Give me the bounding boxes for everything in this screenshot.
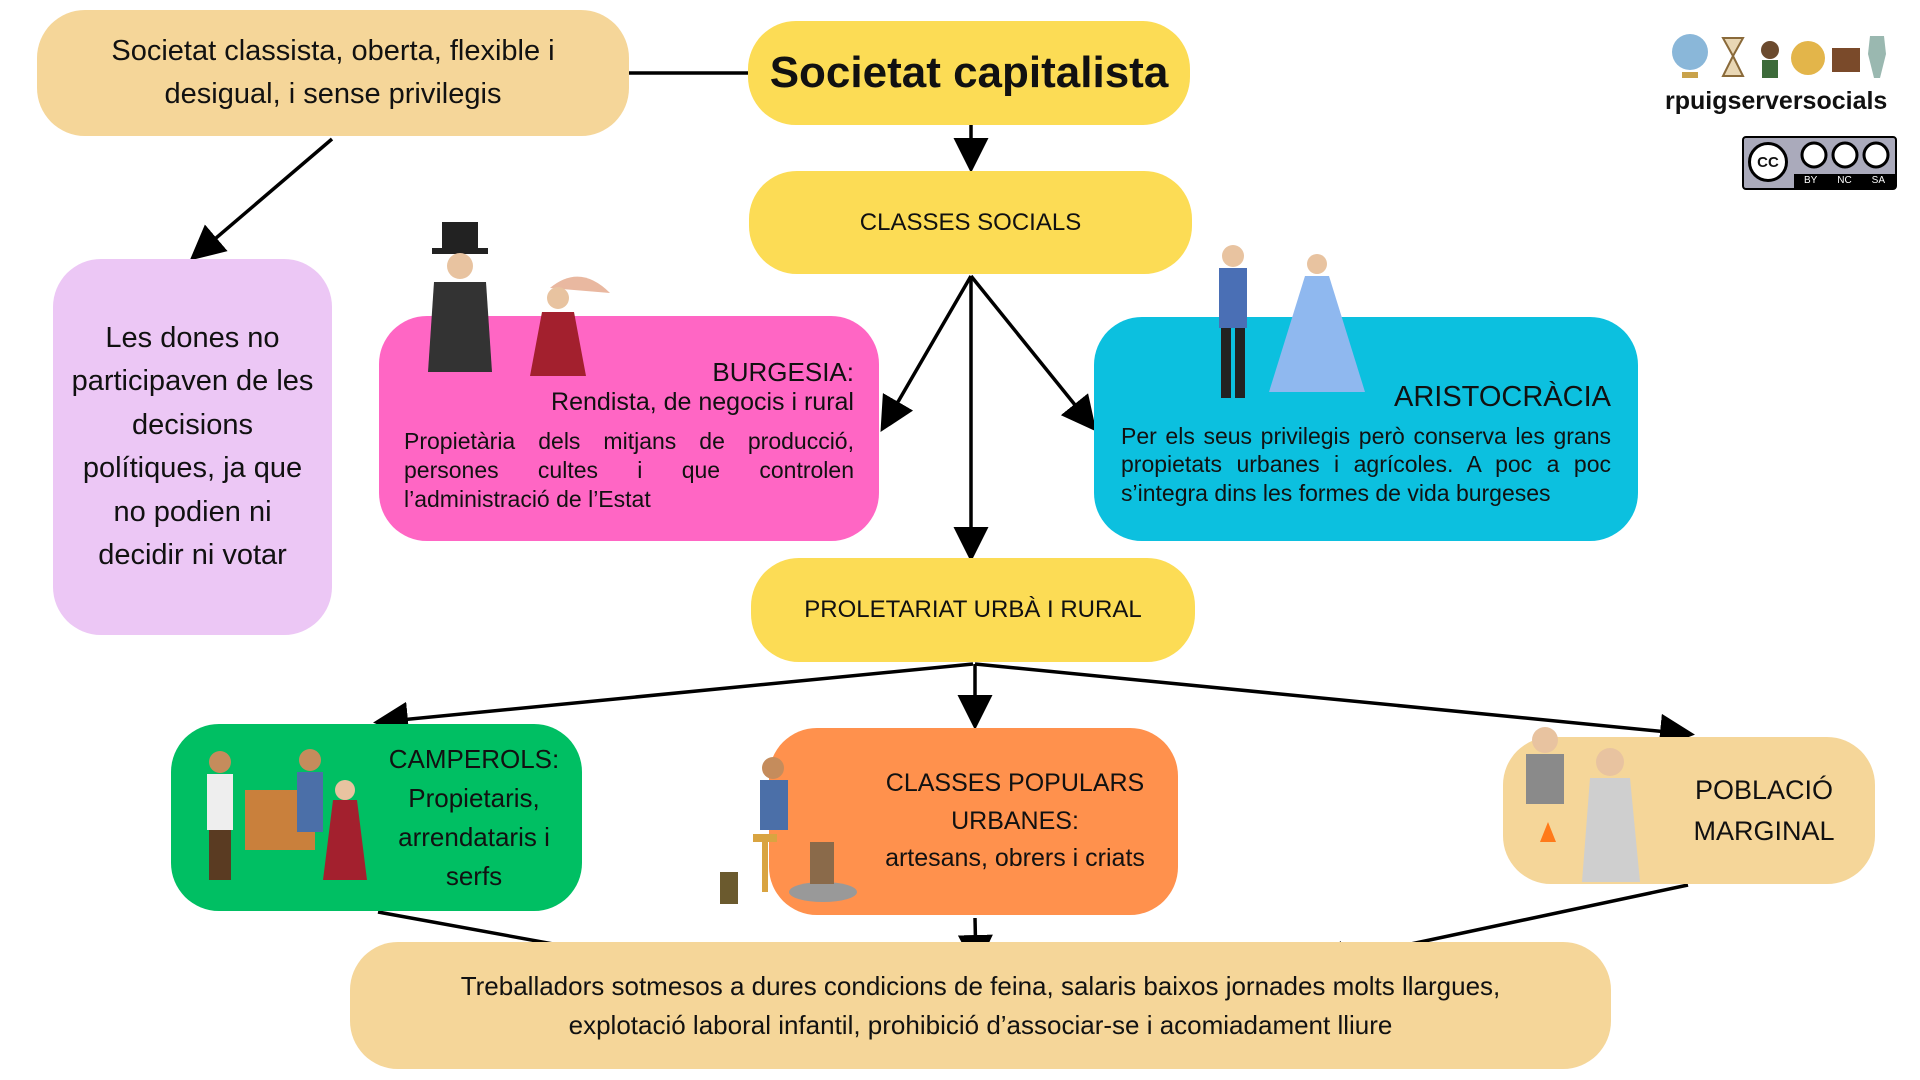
women-text: Les dones no participaven de les decisio… (71, 321, 314, 572)
poblacio-marginal-label: POBLACIÓ MARGINAL (1693, 775, 1835, 846)
burgesia-subtitle: Rendista, de negocis i rural (551, 388, 854, 417)
society-description: Societat classista, oberta, flexible i d… (111, 34, 555, 111)
brand-name: rpuigserversocials (1665, 87, 1888, 115)
bourgeois-man-illustration (428, 222, 492, 372)
camperols-title: CAMPEROLS: (388, 743, 560, 774)
bourgeois-lady-illustration (530, 276, 610, 376)
camperols-box: CAMPEROLS: Propietaris, arrendataris i s… (171, 724, 582, 911)
nc-label: NC (1837, 175, 1852, 186)
society-description-box: Societat classista, oberta, flexible i d… (37, 10, 629, 136)
aristocrat-couple-illustration (1219, 245, 1365, 398)
burgesia-box: BURGESIA: Rendista, de negocis i rural P… (379, 316, 879, 541)
by-nc-sa-icons (1800, 141, 1890, 169)
conditions-text: Treballadors sotmesos a dures condicions… (460, 970, 1501, 1040)
women-box: Les dones no participaven de les decisio… (53, 259, 332, 635)
peasants-illustration (207, 749, 367, 880)
by-label: BY (1803, 175, 1818, 186)
classes-socials-box: CLASSES SOCIALS (749, 171, 1192, 274)
poblacio-marginal-box: POBLACIÓ MARGINAL (1503, 737, 1875, 884)
burgesia-title: BURGESIA: (712, 357, 854, 388)
classes-populars-title: CLASSES POPULARS URBANES: (885, 769, 1145, 835)
aristocracia-title: ARISTOCRÀCIA (1393, 381, 1611, 414)
proletariat-box: PROLETARIAT URBÀ I RURAL (751, 558, 1195, 662)
main-title-box: Societat capitalista (748, 21, 1190, 125)
classes-populars-text: artesans, obrers i criats (885, 844, 1145, 873)
cc-icon: CC (1748, 142, 1788, 182)
sa-label: SA (1871, 175, 1886, 186)
aristocracia-text: Per els seus privilegis però conserva le… (1121, 423, 1611, 506)
conditions-box: Treballadors sotmesos a dures condicions… (350, 942, 1611, 1069)
marginal-people-illustration (1526, 727, 1640, 882)
potter-illustration (720, 757, 857, 904)
main-title: Societat capitalista (769, 48, 1169, 97)
camperols-text: Propietaris, arrendataris i serfs (398, 782, 550, 891)
history-icons-logo (1672, 34, 1886, 78)
classes-socials-label: CLASSES SOCIALS (859, 208, 1082, 236)
cc-license-badge: CC BY NC SA (1742, 136, 1897, 190)
proletariat-label: PROLETARIAT URBÀ I RURAL (804, 596, 1142, 623)
aristocracia-box: ARISTOCRÀCIA Per els seus privilegis per… (1094, 317, 1638, 541)
burgesia-text: Propietària dels mitjans de producció, p… (404, 428, 854, 512)
